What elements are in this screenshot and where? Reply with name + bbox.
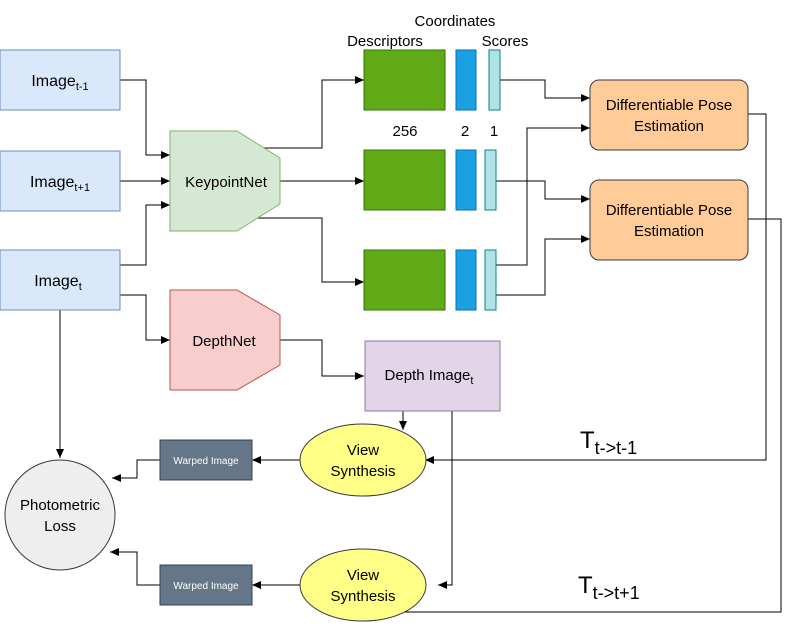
input-image-prev: Imaget-1 [0,49,121,111]
coordinates-header: Coordinates [415,13,496,30]
transform-prev-subscript: t->t-1 [595,438,638,458]
keypoint-output-top [363,49,501,111]
edge-out-bot-to-pose2 [496,235,590,296]
view-synthesis-2-line1: View [347,567,379,584]
coordinate-block [455,49,477,111]
edge-out-mid-to-pose2 [496,180,590,203]
svg-text:Tt->t+1: Tt->t+1 [578,572,640,603]
keypoint-output-bot [363,249,497,311]
svg-text:Imaget-1: Imaget-1 [31,73,88,93]
edge-pose1-to-view-synthesis-1 [425,113,767,464]
transform-prev-label: T [580,427,595,454]
view-synthesis-2: View Synthesis [299,548,427,622]
pose-estimation-1: Differentiable Pose Estimation [589,79,749,151]
depth-image-subscript: t [470,375,473,387]
depth-image-label: Depth Image [385,367,471,384]
view-synthesis-1-line2: Synthesis [330,463,395,480]
scores-dim: 1 [490,123,498,140]
depthnet-label: DepthNet [192,333,256,350]
edge-out-top-to-pose1 [500,79,590,102]
warped-image-1: Warped Image [159,439,253,481]
edge-depth-to-view-synthesis-2 [438,410,453,589]
image-prev-label: Image [31,73,76,90]
warped-image-1-label: Warped Image [173,456,239,467]
edge-out-bot-to-pose1 [496,124,590,266]
keypointnet-label: KeypointNet [185,174,268,191]
depthnet-block: DepthNet [169,289,281,391]
pose-estimation-1-line1: Differentiable Pose [606,97,732,114]
svg-text:Depth Imaget: Depth Imaget [385,367,474,387]
coordinates-dim: 2 [461,123,469,140]
photometric-loss-line2: Loss [44,518,76,535]
photometric-loss-line1: Photometric [20,497,101,514]
edge-image-t-to-depthnet [120,294,170,344]
descriptor-block [363,149,446,211]
warped-image-2-label: Warped Image [173,581,239,592]
coordinate-block [455,149,477,211]
keypointnet-block: KeypointNet [169,130,281,232]
pose-estimation-2-line2: Estimation [634,223,704,240]
edge-image-t-to-keypointnet [120,201,170,266]
edge-image-prev-to-keypointnet [120,79,170,159]
edge-warped-2-to-loss [110,548,160,586]
pose-estimation-1-line2: Estimation [634,118,704,135]
edge-keypointnet-to-desc-top [258,76,364,149]
image-next-subscript: t+1 [74,182,90,194]
image-t-subscript: t [79,281,82,293]
scores-header: Scores [482,33,529,50]
score-block [484,149,497,211]
image-t-label: Image [34,273,79,290]
view-synthesis-1-line1: View [347,442,379,459]
input-image-next: Imaget+1 [0,150,121,212]
descriptor-block [363,249,446,311]
edge-keypointnet-to-desc-bot [258,217,364,286]
pose-estimation-2: Differentiable Pose Estimation [589,179,749,261]
view-synthesis-1: View Synthesis [299,423,427,497]
svg-text:Imaget+1: Imaget+1 [30,174,90,194]
photometric-loss: Photometric Loss [4,459,116,571]
coordinate-block [455,249,477,311]
descriptor-block [363,49,446,111]
image-next-label: Image [30,174,75,191]
transform-next-label: T [578,572,593,599]
edge-depthnet-to-depth-image [280,339,364,380]
pose-estimation-2-line1: Differentiable Pose [606,202,732,219]
svg-text:Tt->t-1: Tt->t-1 [580,427,637,458]
connectors [56,76,782,613]
keypoint-output-mid [363,149,497,211]
warped-image-2: Warped Image [159,564,253,606]
descriptors-header: Descriptors [347,33,423,50]
image-prev-subscript: t-1 [76,81,89,93]
depth-image-block: Depth Imaget [364,340,501,412]
score-block [484,249,497,311]
view-synthesis-2-line2: Synthesis [330,588,395,605]
descriptors-dim: 256 [392,123,417,140]
svg-text:Imaget: Imaget [34,273,82,293]
input-image-t: Imaget [0,249,121,311]
score-block [488,49,501,111]
transform-next-subscript: t->t+1 [593,583,640,603]
edge-warped-1-to-loss [112,459,160,482]
